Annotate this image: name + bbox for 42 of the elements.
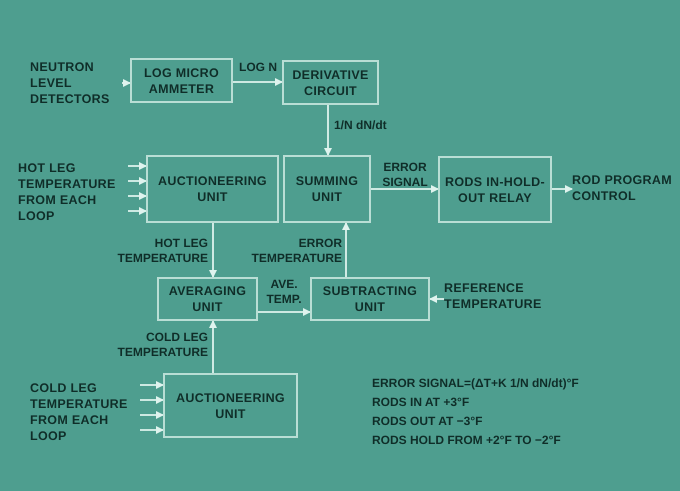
arrow — [128, 207, 147, 215]
edge-label: HOT LEG TEMPERATURE — [116, 236, 208, 266]
arrow — [324, 105, 332, 156]
note-text: RODS OUT AT −3°F — [372, 414, 484, 429]
process-box: DERIVATIVE CIRCUIT — [282, 60, 379, 105]
arrow — [128, 177, 147, 185]
process-box: RODS IN-HOLD-OUT RELAY — [438, 156, 552, 223]
arrow — [140, 426, 164, 434]
process-box: AUCTIONEERING UNIT — [146, 155, 279, 223]
note-text: RODS HOLD FROM +2°F TO −2°F — [372, 433, 562, 448]
arrow — [128, 162, 147, 170]
edge-label: COLD LEG TEMPERATURE — [116, 330, 208, 360]
edge-label: 1/N dN/dt — [334, 118, 388, 133]
process-box: SUBTRACTING UNIT — [310, 277, 430, 321]
arrow — [128, 192, 147, 200]
arrow — [429, 295, 444, 303]
note-text: RODS IN AT +3°F — [372, 395, 470, 410]
arrow — [140, 381, 164, 389]
process-box: LOG MICRO AMMETER — [130, 58, 233, 103]
node-label: HOT LEG TEMPERATURE FROM EACH LOOP — [18, 160, 128, 224]
edge-label: ERROR SIGNAL — [381, 160, 429, 190]
edge-label: LOG N — [238, 60, 278, 75]
edge-label: ERROR TEMPERATURE — [250, 236, 342, 266]
arrow — [258, 308, 311, 316]
arrow — [371, 185, 439, 193]
process-box: AVERAGING UNIT — [157, 277, 258, 321]
process-box: AUCTIONEERING UNIT — [163, 373, 298, 438]
arrow — [552, 185, 573, 193]
arrow — [209, 223, 217, 278]
note-text: ERROR SIGNAL=(ΔT+K 1/N dN/dt)°F — [372, 376, 579, 391]
arrow — [209, 320, 217, 373]
arrow — [140, 411, 164, 419]
process-box: SUMMING UNIT — [283, 155, 371, 223]
node-label: REFERENCE TEMPERATURE — [444, 276, 556, 316]
edge-label: AVE. TEMP. — [265, 277, 303, 307]
arrow — [233, 78, 283, 86]
node-label: COLD LEG TEMPERATURE FROM EACH LOOP — [30, 380, 140, 444]
arrow — [140, 396, 164, 404]
node-label: ROD PROGRAM CONTROL — [572, 160, 672, 216]
node-label: NEUTRON LEVEL DETECTORS — [30, 58, 122, 108]
arrow — [342, 222, 350, 277]
arrow — [122, 79, 131, 87]
